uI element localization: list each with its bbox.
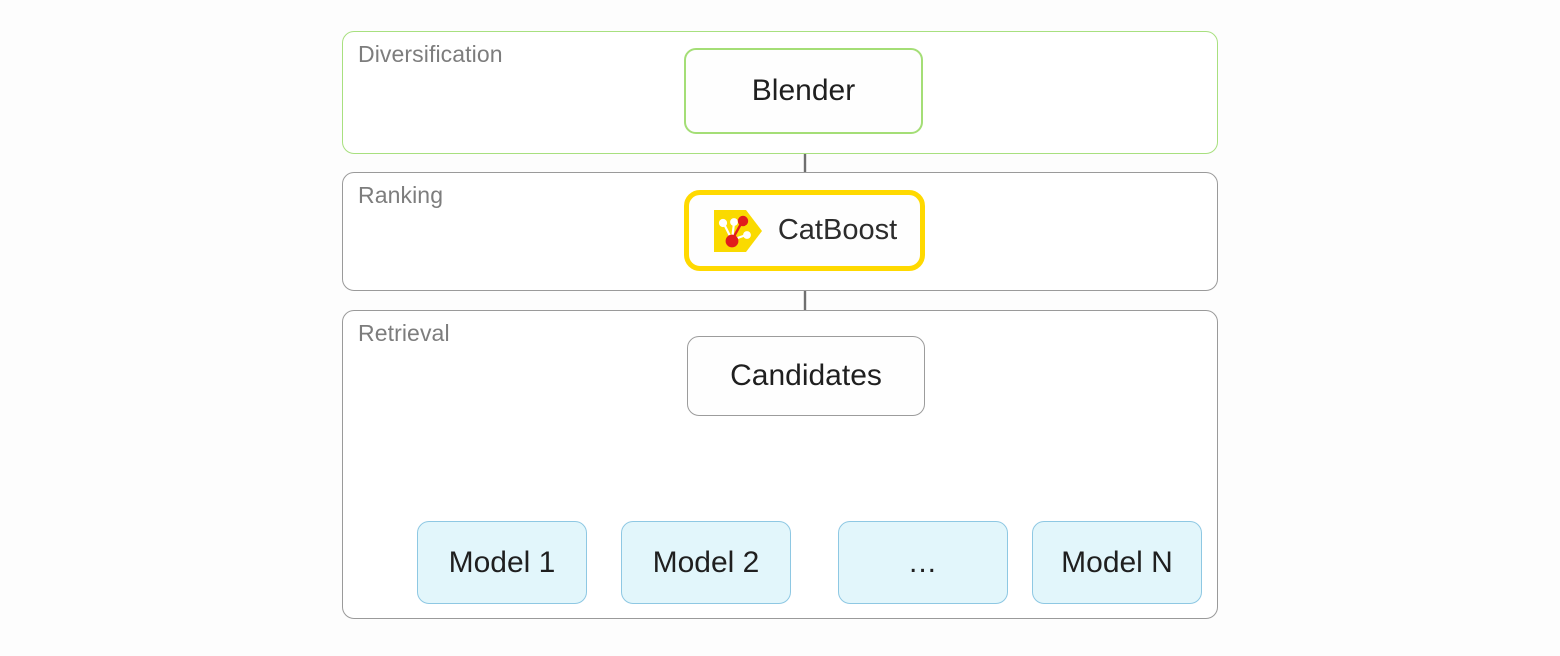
- node-model-ellipsis[interactable]: ...: [838, 521, 1008, 604]
- catboost-logo-icon: [713, 209, 762, 252]
- node-model-n-label: Model N: [1061, 545, 1173, 579]
- section-label-ranking: Ranking: [358, 182, 444, 208]
- node-model-1-label: Model 1: [448, 545, 556, 579]
- node-candidates[interactable]: Candidates: [687, 336, 925, 416]
- node-blender[interactable]: Blender: [684, 48, 923, 134]
- node-model-n[interactable]: Model N: [1032, 521, 1202, 604]
- node-model-ellipsis-label: ...: [908, 545, 937, 579]
- node-blender-label: Blender: [751, 74, 856, 107]
- section-label-diversification: Diversification: [358, 41, 503, 67]
- node-catboost[interactable]: CatBoost: [684, 190, 925, 271]
- section-label-retrieval: Retrieval: [358, 320, 450, 346]
- node-model-2-label: Model 2: [652, 545, 760, 579]
- node-model-2[interactable]: Model 2: [621, 521, 791, 604]
- node-candidates-label: Candidates: [730, 359, 882, 392]
- node-model-1[interactable]: Model 1: [417, 521, 587, 604]
- node-catboost-label: CatBoost: [777, 214, 898, 246]
